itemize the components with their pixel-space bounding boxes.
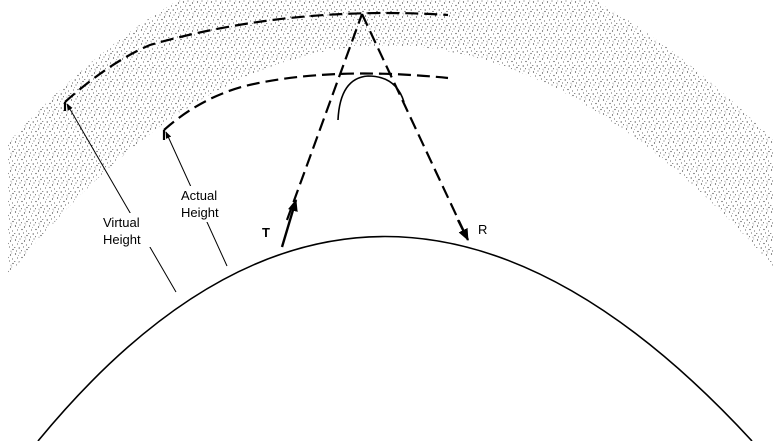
virtual-height-pointer xyxy=(66,103,177,293)
virtual-ray-down xyxy=(361,13,467,237)
actual-ray-path xyxy=(337,75,405,121)
earth-surface xyxy=(37,235,753,441)
virtual-label-bg xyxy=(97,213,157,247)
virtual-height-arc xyxy=(64,11,449,103)
receive-arrow xyxy=(456,219,470,241)
virtual-height-label-line2: Height xyxy=(103,232,141,247)
actual-height-label-line2: Height xyxy=(181,205,219,220)
actual-label-bg xyxy=(176,186,230,222)
receiver-label: R xyxy=(478,222,487,237)
virtual-ray-up xyxy=(285,13,364,221)
actual-height-label-line1: Actual xyxy=(181,188,217,203)
virtual-height-label-line1: Virtual xyxy=(103,215,140,230)
transmitter-label: T xyxy=(262,225,270,240)
transmit-arrow xyxy=(280,199,298,248)
ionosphere-layer xyxy=(8,0,773,276)
